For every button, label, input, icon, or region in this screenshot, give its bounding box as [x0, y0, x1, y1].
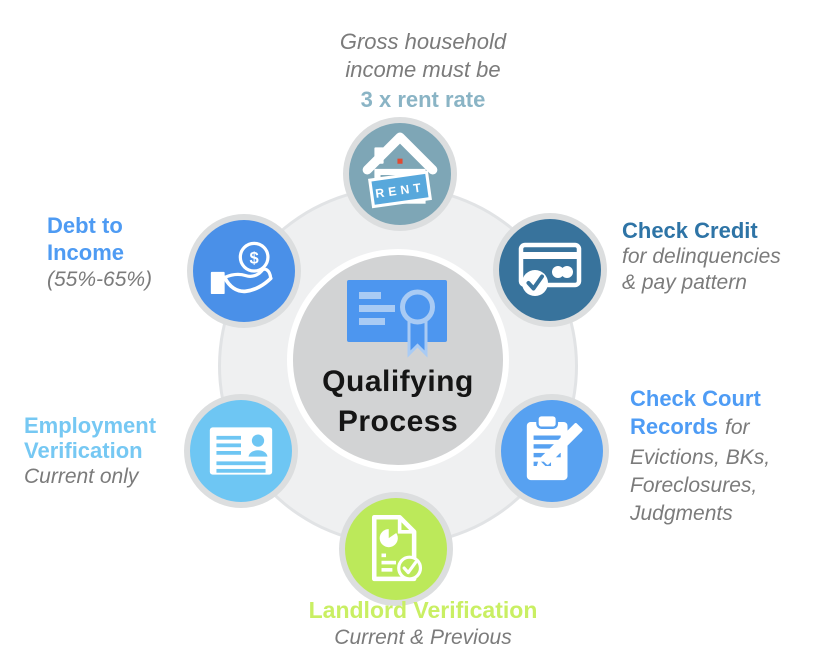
debt-sub: (55%-65%) — [47, 268, 153, 291]
top-caption-highlight: 3 x rent rate — [360, 87, 486, 112]
certificate-icon — [347, 280, 447, 358]
court-sub2: Foreclosures, — [630, 474, 758, 497]
credit-card-check-icon — [518, 242, 582, 296]
node-landlord-verification — [345, 498, 447, 600]
court-sub-inline: for — [725, 416, 750, 439]
house-rent-icon: RENT — [362, 132, 438, 209]
top-caption: Gross household income must be 3 x rent … — [258, 28, 588, 114]
check-credit-sub2: & pay pattern — [622, 271, 747, 294]
node-rent-rate: RENT — [349, 123, 451, 225]
court-title-line1: Check Court — [630, 386, 761, 411]
id-card-icon — [209, 427, 273, 475]
debt-title-line2: Income — [47, 240, 125, 265]
node-employment-verification — [190, 400, 292, 502]
landlord-sub: Current & Previous — [334, 626, 512, 649]
rent-sign-text: RENT — [375, 180, 426, 201]
check-court-records-label: Check Court Records for Evictions, BKs, F… — [630, 385, 770, 528]
check-credit-label: Check Credit for delinquencies & pay pat… — [622, 218, 781, 296]
check-credit-sub1: for delinquencies — [622, 245, 781, 268]
landlord-title: Landlord Verification — [308, 597, 538, 623]
check-credit-title: Check Credit — [622, 218, 758, 243]
document-check-icon — [371, 515, 423, 582]
node-check-court-records — [501, 400, 603, 502]
court-title-line2-row: Records for — [630, 413, 770, 444]
center-title-line1: Qualifying — [322, 365, 474, 398]
center-title: Qualifying Process — [288, 362, 508, 442]
top-caption-line1: Gross household — [339, 29, 507, 54]
hand-coin-icon: $ — [210, 241, 273, 295]
node-debt-to-income: $ — [193, 220, 295, 322]
debt-to-income-label: Debt to Income (55%-65%) — [47, 212, 152, 294]
employment-title-line2: Verification — [24, 438, 143, 463]
center-title-line2: Process — [337, 405, 459, 438]
employment-verification-label: Employment Verification Current only — [24, 413, 156, 490]
top-caption-line2: income must be — [345, 57, 501, 82]
court-sub3: Judgments — [630, 502, 733, 525]
employment-title-line1: Employment — [24, 413, 157, 438]
coin-dollar-symbol: $ — [250, 249, 259, 268]
node-check-credit — [499, 219, 601, 321]
employment-sub: Current only — [24, 465, 139, 488]
landlord-verification-label: Landlord Verification Current & Previous — [258, 597, 588, 652]
court-title-line2: Records — [630, 414, 719, 439]
debt-title-line1: Debt to — [47, 213, 123, 238]
court-sub1: Evictions, BKs, — [630, 446, 771, 469]
clipboard-pencil-icon — [526, 414, 583, 481]
